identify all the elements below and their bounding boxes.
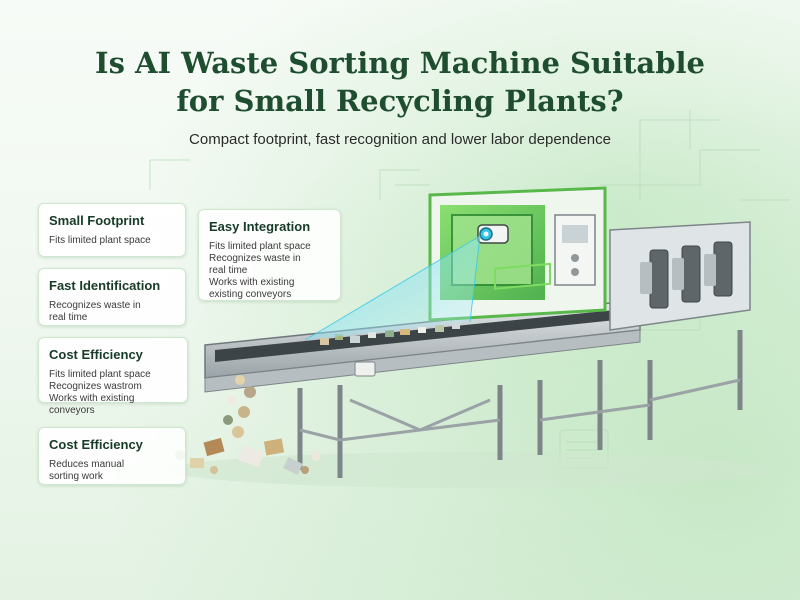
card-line: Recognizes waste in [49,300,141,311]
card-line: real time [49,312,88,323]
card-body: Fits limited plant space Recognizes wast… [49,369,177,417]
sorting-nozzles [640,254,716,294]
conveyor-side-rail [204,329,641,393]
feature-card-cost-efficiency-2: Cost Efficiency Reduces manual sorting w… [38,427,186,485]
ai-camera-icon [477,224,509,244]
card-line: Fits limited plant space [209,241,311,252]
sorting-bins [649,241,733,309]
card-line: Fits limited plant space [49,369,151,380]
card-body: Fits limited plant space Recognizes wast… [209,241,330,301]
title-line-2: for Small Recycling Plants? [176,84,624,118]
conveyor-control-box [354,361,376,377]
page-title: Is AI Waste Sorting Machine Suitable for… [0,44,800,120]
machine-legs [297,330,743,478]
card-title: Easy Integration [209,219,311,234]
card-body: Recognizes waste in real time [49,300,175,324]
card-line: Works with existing [209,277,295,288]
conveyor-belt-surface [215,308,635,362]
card-body: Fits limited plant space [49,235,175,247]
card-line: Recognizes waste in [209,253,301,264]
page-subtitle: Compact footprint, fast recognition and … [189,131,611,148]
feature-card-cost-efficiency-1: Cost Efficiency Fits limited plant space… [38,337,188,416]
card-title: Small Footprint [49,213,145,228]
machine-cross-braces [299,378,741,442]
card-line: Recognizes wastrom [49,381,142,392]
card-title: Cost Efficiency [49,347,143,362]
title-line-1: Is AI Waste Sorting Machine Suitable [95,46,705,80]
card-line: Fits limited plant space [49,235,151,246]
card-line: existing conveyors [209,289,292,300]
floor-shadow [170,452,770,488]
feature-card-fast-identification: Fast Identification Recognizes waste in … [38,268,186,326]
card-line: real time [209,265,248,276]
card-title: Fast Identification [49,278,161,293]
waste-pile [175,375,321,475]
detection-box [494,262,551,290]
card-body: Reduces manual sorting work [49,459,175,483]
waste-items-on-belt [320,323,460,345]
card-title: Cost Efficiency [49,437,143,452]
card-line: Reduces manual [49,459,125,470]
card-line: Works with existing conveyors [49,393,135,416]
feature-card-small-footprint: Small Footprint Fits limited plant space [38,203,186,257]
card-line: sorting work [49,471,103,482]
feature-card-easy-integration: Easy Integration Fits limited plant spac… [198,209,341,301]
